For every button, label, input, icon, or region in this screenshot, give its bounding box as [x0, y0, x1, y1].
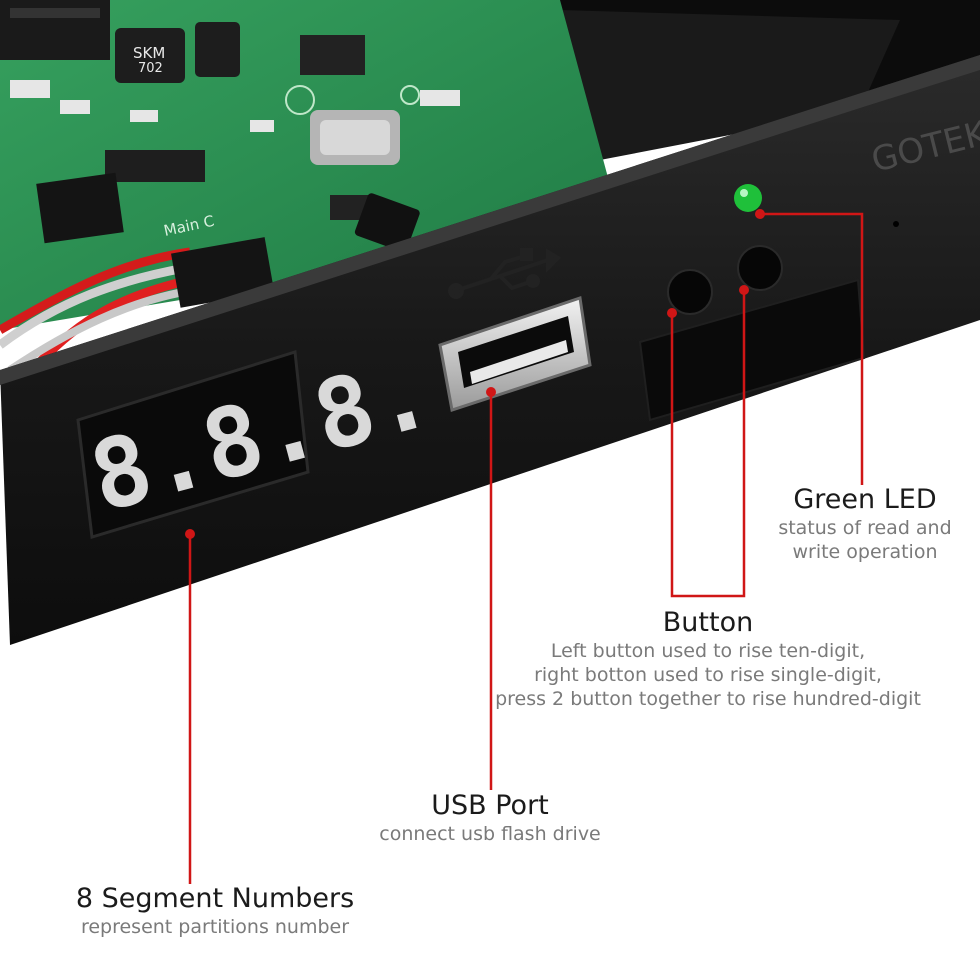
pcb-components — [0, 0, 460, 253]
green-led — [734, 184, 762, 212]
bezel-top-edge — [0, 55, 980, 385]
callout-usb-port: USB Port connect usb flash drive — [340, 790, 640, 846]
callout-segment-numbers-title: 8 Segment Numbers — [75, 883, 355, 914]
left-button — [667, 269, 713, 315]
callout-usb-port-desc: connect usb flash drive — [379, 823, 601, 845]
callout-green-led-title: Green LED — [793, 484, 937, 515]
callout-button: Button Left button used to rise ten-digi… — [468, 607, 948, 711]
leader-lines — [188, 212, 864, 884]
callout-segment-numbers: 8 Segment Numbers represent partitions n… — [30, 883, 400, 939]
capacitor-value: 702 — [138, 61, 163, 76]
callout-segment-numbers-desc: represent partitions number — [80, 916, 350, 938]
right-button — [737, 245, 783, 291]
indicator-hole — [893, 221, 899, 227]
callout-button-title: Button — [662, 607, 754, 638]
callout-green-led: Green LED status of read and write opera… — [745, 484, 980, 564]
segment-display-window — [76, 350, 310, 539]
callout-button-desc-2: right botton used to rise single-digit, — [534, 664, 882, 686]
green-led-glare — [740, 189, 748, 197]
callout-button-desc-1: Left button used to rise ten-digit, — [550, 640, 866, 662]
usb-icon — [448, 248, 562, 299]
callout-green-led-desc-2: write operation — [792, 541, 938, 563]
usb-port — [438, 296, 592, 412]
callout-green-led-desc-1: status of read and — [778, 517, 952, 539]
callout-usb-port-title: USB Port — [431, 790, 549, 821]
disk-slot — [638, 278, 866, 422]
leader-dots — [185, 209, 765, 539]
cable-assembly — [0, 172, 275, 374]
capacitor-text: SKM — [133, 44, 165, 62]
enclosure-inner — [560, 10, 900, 160]
callout-button-desc-3: press 2 button together to rise hundred-… — [495, 688, 921, 710]
